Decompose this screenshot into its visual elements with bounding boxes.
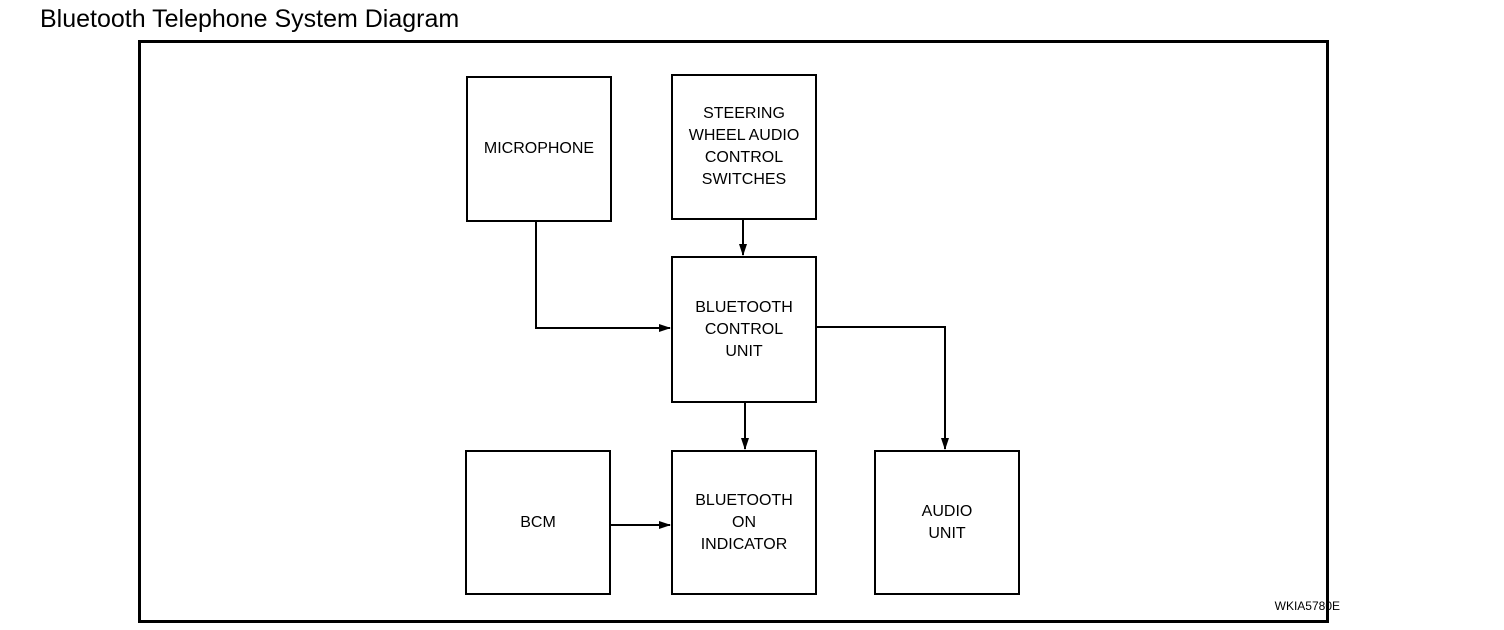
bluetooth-control-unit-label: BLUETOOTH CONTROL UNIT (695, 298, 793, 360)
diagram-frame (138, 40, 1329, 623)
microphone-block: MICROPHONE (466, 76, 612, 222)
audio-unit-block: AUDIO UNIT (874, 450, 1020, 595)
steering-wheel-audio-control-switches-block: STEERING WHEEL AUDIO CONTROL SWITCHES (671, 74, 817, 220)
page-title: Bluetooth Telephone System Diagram (40, 5, 460, 33)
bluetooth-control-unit-block: BLUETOOTH CONTROL UNIT (671, 256, 817, 403)
bcm-block: BCM (465, 450, 611, 595)
bluetooth-on-indicator-block: BLUETOOTH ON INDICATOR (671, 450, 817, 595)
audio-unit-label: AUDIO UNIT (921, 502, 973, 542)
arrow-control-unit-to-audio-unit (817, 326, 949, 450)
bluetooth-on-indicator-label: BLUETOOTH ON INDICATOR (695, 491, 793, 553)
microphone-label: MICROPHONE (483, 140, 595, 157)
figure-code: WKIA5780E (1274, 599, 1340, 613)
bcm-label: BCM (520, 513, 556, 531)
arrow-microphone-to-control-unit (535, 221, 671, 332)
steering-switches-label: STEERING WHEEL AUDIO CONTROL SWITCHES (688, 105, 800, 188)
